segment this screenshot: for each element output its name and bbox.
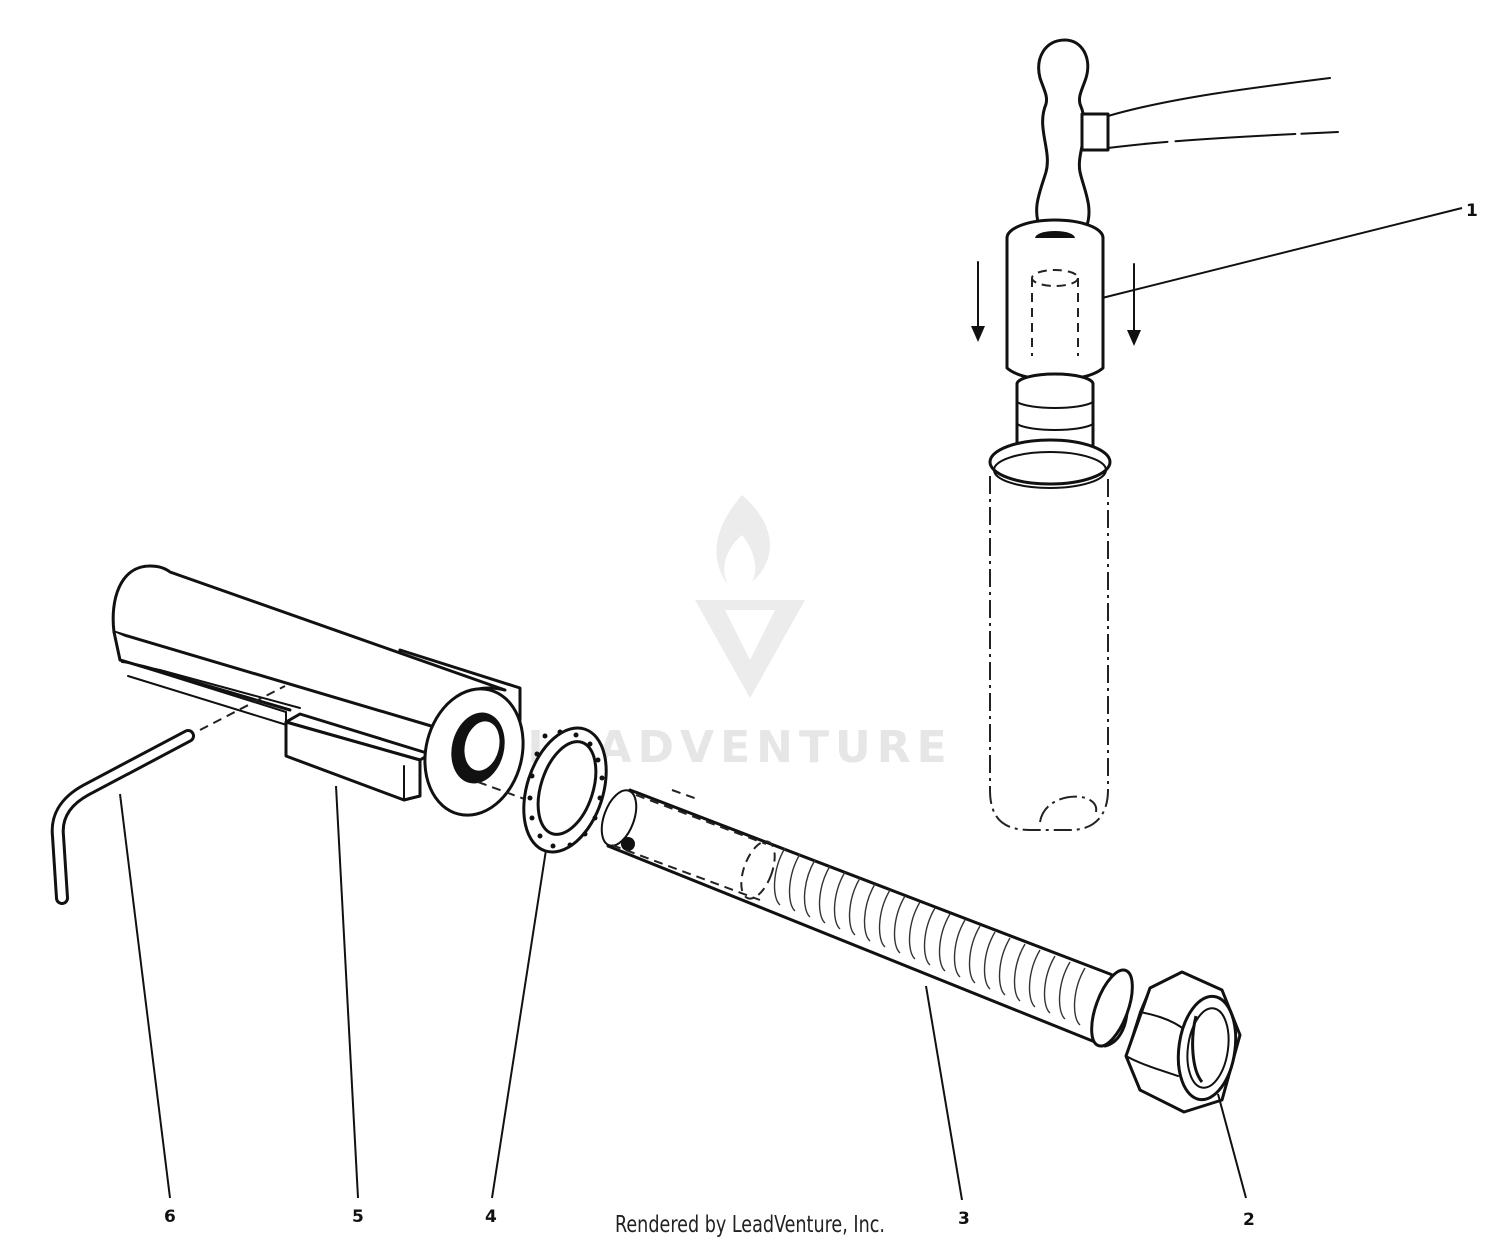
callout-4: 4 bbox=[485, 1207, 497, 1227]
leader-lines bbox=[119, 207, 1463, 1201]
part-5-housing bbox=[111, 564, 561, 817]
callout-2: 2 bbox=[1243, 1210, 1255, 1230]
rod-threads bbox=[773, 847, 1086, 1026]
watermark-logo-icon bbox=[695, 495, 805, 698]
part-1-drive-sleeve-assembly bbox=[971, 38, 1339, 831]
part-3-threaded-rod bbox=[600, 788, 1134, 1048]
part-6-pin bbox=[50, 685, 286, 905]
callout-6: 6 bbox=[164, 1207, 176, 1227]
part-4-washer bbox=[522, 726, 608, 854]
render-credit: Rendered by LeadVenture, Inc. bbox=[615, 1212, 885, 1238]
callout-3: 3 bbox=[958, 1209, 970, 1229]
callout-1: 1 bbox=[1466, 201, 1478, 221]
callouts: 1 2 3 4 5 6 bbox=[164, 201, 1478, 1230]
callout-5: 5 bbox=[352, 1207, 364, 1227]
part-2-hex-nut bbox=[1124, 970, 1242, 1114]
